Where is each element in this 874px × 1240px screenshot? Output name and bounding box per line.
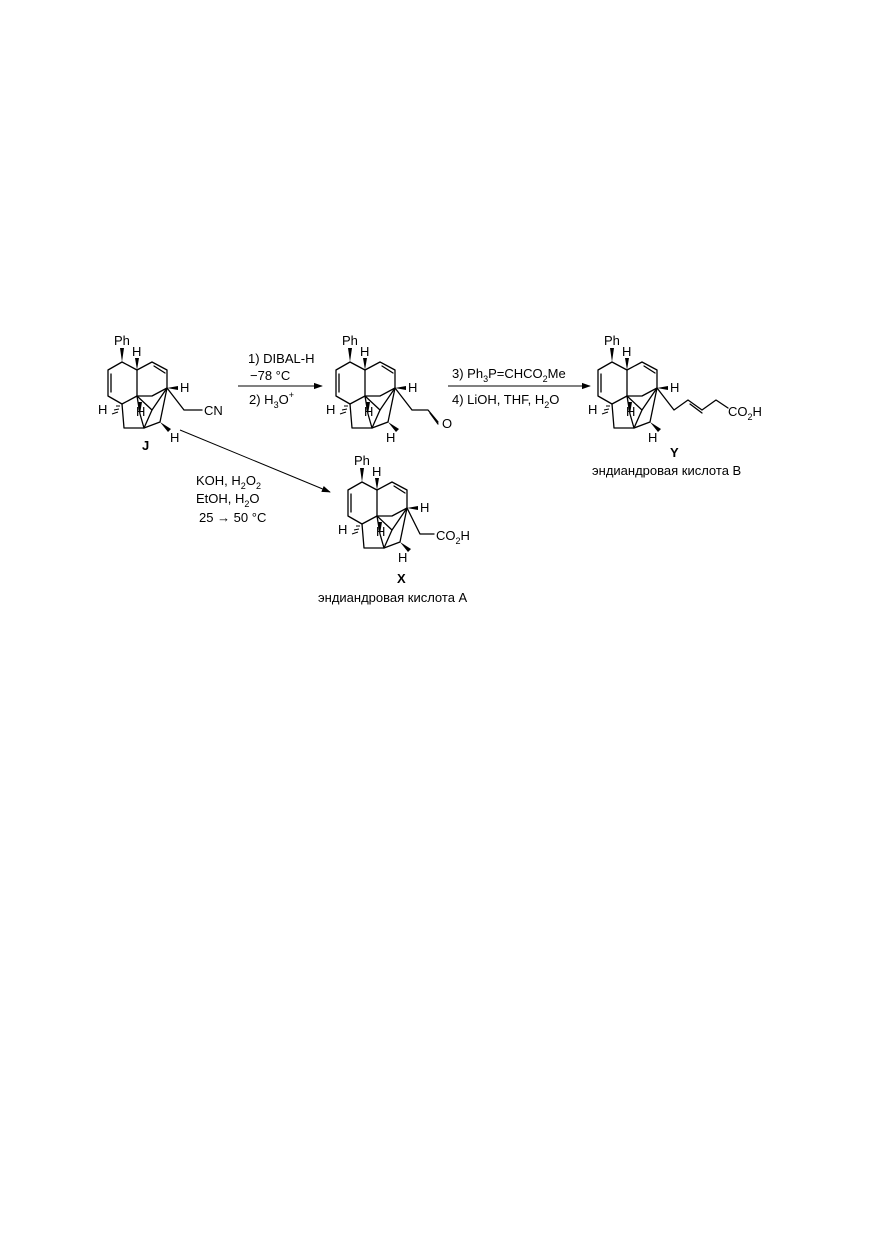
compound-label-X: X [397, 571, 406, 586]
atom-h: H [626, 404, 635, 419]
atom-o: O [442, 416, 452, 431]
atom-h: H [398, 550, 407, 565]
atom-h: H [420, 500, 429, 515]
atom-h: H [180, 380, 189, 395]
compound-J: Ph H H H H H CN [98, 333, 223, 445]
atom-h: H [622, 344, 631, 359]
atom-ph: Ph [114, 333, 130, 348]
compound-name-X: эндиандровая кислота A [318, 590, 468, 605]
atom-ph: Ph [604, 333, 620, 348]
compound-label-Y: Y [670, 445, 679, 460]
compound-aldehyde: Ph H H H H H O [326, 333, 452, 445]
compound-Y: Ph H H H H H CO2H [588, 333, 762, 445]
atom-h: H [98, 402, 107, 417]
atom-h: H [338, 522, 347, 537]
atom-h: H [588, 402, 597, 417]
atom-co2h: CO2H [436, 528, 470, 546]
atom-co2h: CO2H [728, 404, 762, 422]
condition-step3: 3) Ph3P=CHCO2Me [452, 366, 566, 384]
atom-h: H [376, 524, 385, 539]
condition-step1: 1) DIBAL-H [248, 351, 314, 366]
atom-h: H [386, 430, 395, 445]
atom-h: H [326, 402, 335, 417]
condition-stepX3: 25 → 50 °C [199, 510, 266, 525]
atom-cn: CN [204, 403, 223, 418]
atom-h: H [408, 380, 417, 395]
atom-h: H [170, 430, 179, 445]
compound-label-J: J [142, 438, 149, 453]
condition-step1-temp: −78 °C [250, 368, 290, 383]
atom-ph: Ph [354, 453, 370, 468]
condition-stepX2: EtOH, H2O [196, 491, 260, 509]
atom-h: H [670, 380, 679, 395]
atom-h: H [364, 404, 373, 419]
condition-step2: 2) H3O+ [249, 390, 294, 410]
atom-ph: Ph [342, 333, 358, 348]
condition-stepX1: KOH, H2O2 [196, 473, 261, 491]
compound-name-Y: эндиандровая кислота B [592, 463, 741, 478]
condition-step4: 4) LiOH, THF, H2O [452, 392, 559, 410]
atom-h: H [648, 430, 657, 445]
compound-X: Ph H H H H H CO2H [338, 453, 470, 565]
atom-h: H [136, 404, 145, 419]
reaction-arrow-diagonal [179, 429, 331, 493]
atom-h: H [372, 464, 381, 479]
atom-h: H [132, 344, 141, 359]
atom-h: H [360, 344, 369, 359]
